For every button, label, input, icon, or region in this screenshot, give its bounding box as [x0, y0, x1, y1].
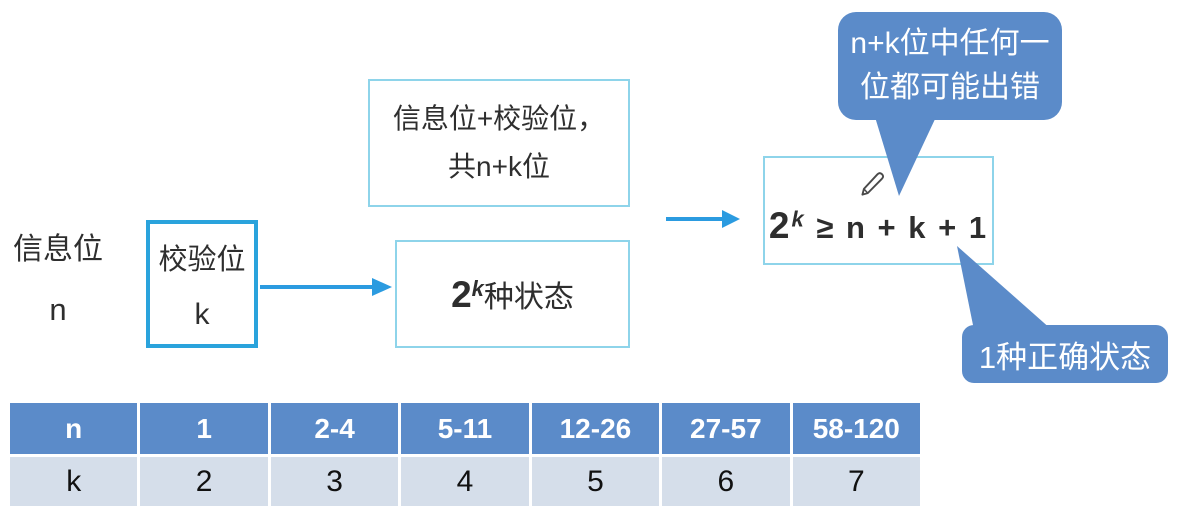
- arrow-right-icon: [260, 278, 392, 296]
- arrow-right-icon: [666, 210, 740, 228]
- callout-top-tail: [875, 117, 936, 196]
- table-cell: 7: [792, 457, 920, 506]
- table-cell: 2: [140, 457, 268, 506]
- formula-text: 2k ≥ n + k + 1: [768, 205, 989, 246]
- table-header-cell: 2-4: [270, 403, 399, 454]
- total-bits-line2: 共n+k位: [448, 151, 550, 182]
- table-cell: 6: [662, 457, 790, 506]
- n-k-table: n 1 2-4 5-11 12-26 27-57 58-120 k 2 3 4 …: [10, 403, 920, 506]
- callout-one-correct-state: 1种正确状态: [962, 325, 1168, 383]
- table-header-cell: n: [10, 403, 138, 454]
- states-formula: 2k种状态: [451, 274, 574, 315]
- callout-top-line1: n+k位中任何一: [850, 27, 1050, 60]
- formula-box: 2k ≥ n + k + 1: [763, 156, 994, 265]
- table-header-cell: 12-26: [531, 403, 660, 454]
- callout-bottom-tail: [957, 246, 1052, 330]
- table-cell: k: [10, 457, 138, 506]
- table-cell: 3: [270, 457, 399, 506]
- callout-bottom-text: 1种正确状态: [978, 339, 1152, 375]
- total-bits-box: 信息位+校验位， 共n+k位: [368, 79, 630, 207]
- total-bits-line1: 信息位+校验位，: [392, 103, 606, 134]
- table-header-cell: 27-57: [662, 403, 790, 454]
- info-bits-title: 信息位: [13, 233, 103, 266]
- callout-any-bit-error: n+k位中任何一 位都可能出错: [838, 12, 1062, 120]
- pencil-icon: [861, 172, 885, 196]
- table-header-cell: 58-120: [792, 403, 920, 454]
- info-bits-symbol: n: [49, 292, 67, 327]
- check-bits-title: 校验位: [158, 244, 246, 276]
- info-bits-label: 信息位 n: [6, 233, 110, 327]
- check-bits-box: 校验位 k: [146, 220, 258, 348]
- table-cell: 4: [401, 457, 529, 506]
- table-header-cell: 1: [140, 403, 268, 454]
- table-header-cell: 5-11: [401, 403, 529, 454]
- states-box: 2k种状态: [395, 240, 630, 348]
- table-cell: 5: [531, 457, 660, 506]
- callout-top-line2: 位都可能出错: [860, 71, 1040, 104]
- check-bits-symbol: k: [194, 298, 210, 331]
